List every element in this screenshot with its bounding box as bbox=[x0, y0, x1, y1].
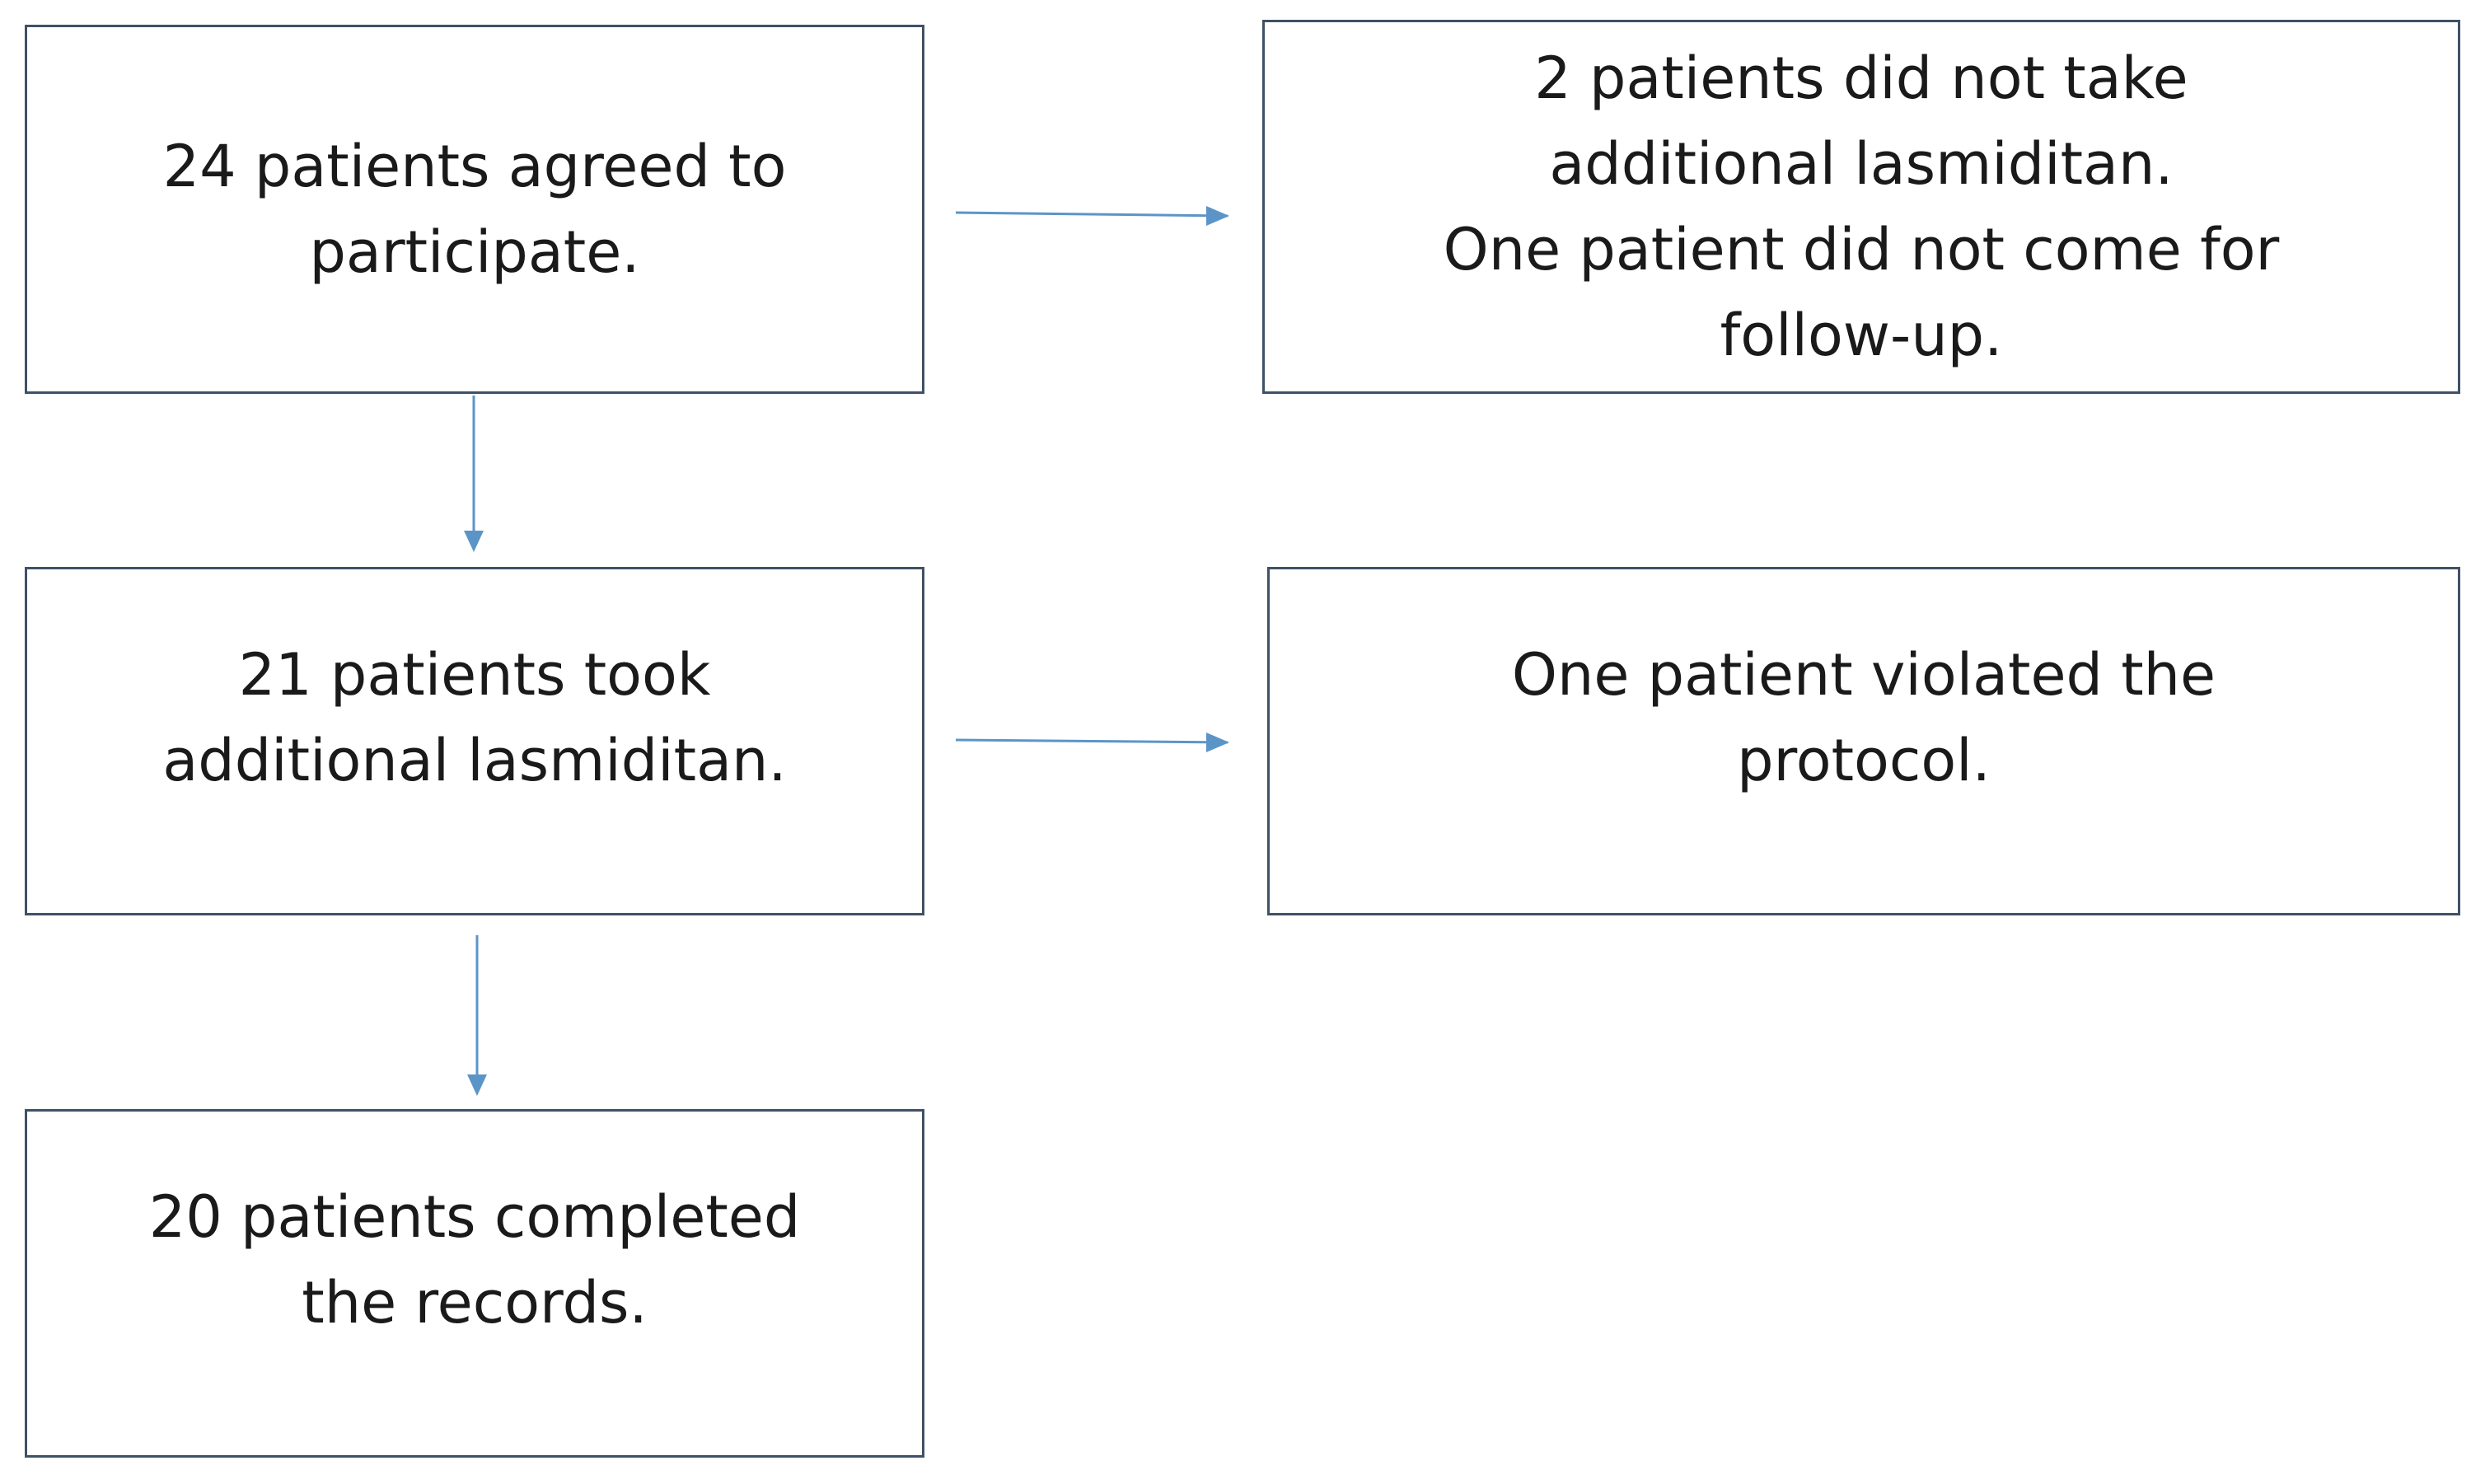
arrowhead-agreed-to-excluded bbox=[1206, 206, 1229, 226]
box-violation-text: One patient violated the protocol. bbox=[1512, 632, 2216, 803]
arrowhead-took-to-violation bbox=[1206, 733, 1229, 752]
box-completed-line-2: the records. bbox=[302, 1268, 648, 1337]
box-took-text: 21 patients took additional lasmiditan. bbox=[162, 632, 786, 803]
box-violation-line-1: One patient violated the bbox=[1511, 640, 2216, 709]
box-took-additional-lasmiditan: 21 patients took additional lasmiditan. bbox=[25, 567, 924, 915]
box-excluded-line-3: One patient did not come for bbox=[1443, 216, 2280, 283]
box-agreed-line-1: 24 patients agreed to bbox=[162, 133, 787, 200]
box-excluded-line-2: additional lasmiditan. bbox=[1549, 130, 2174, 198]
box-agreed-line-2: participate. bbox=[309, 218, 640, 286]
box-completed-line-1: 20 patients completed bbox=[148, 1182, 801, 1251]
box-agreed-to-participate: 24 patients agreed to participate. bbox=[25, 25, 924, 394]
box-excluded-text: 2 patients did not take additional lasmi… bbox=[1444, 35, 2280, 378]
box-agreed-text: 24 patients agreed to participate. bbox=[163, 124, 787, 295]
box-took-line-1: 21 patients took bbox=[238, 640, 711, 709]
box-excluded-line-4: follow-up. bbox=[1720, 302, 2003, 369]
box-took-line-2: additional lasmiditan. bbox=[162, 726, 787, 794]
box-violation-line-2: protocol. bbox=[1737, 726, 1991, 794]
box-completed-records: 20 patients completed the records. bbox=[25, 1109, 924, 1458]
box-protocol-violation: One patient violated the protocol. bbox=[1267, 567, 2460, 915]
arrowhead-took-to-completed bbox=[467, 1074, 487, 1096]
box-excluded-line-1: 2 patients did not take bbox=[1534, 44, 2188, 112]
box-completed-text: 20 patients completed the records. bbox=[149, 1174, 801, 1346]
box-excluded-no-additional-dose: 2 patients did not take additional lasmi… bbox=[1262, 20, 2460, 394]
arrow-took-to-violation bbox=[955, 738, 1228, 744]
arrowhead-agreed-to-took bbox=[464, 531, 484, 552]
arrow-agreed-to-excluded bbox=[955, 211, 1228, 218]
